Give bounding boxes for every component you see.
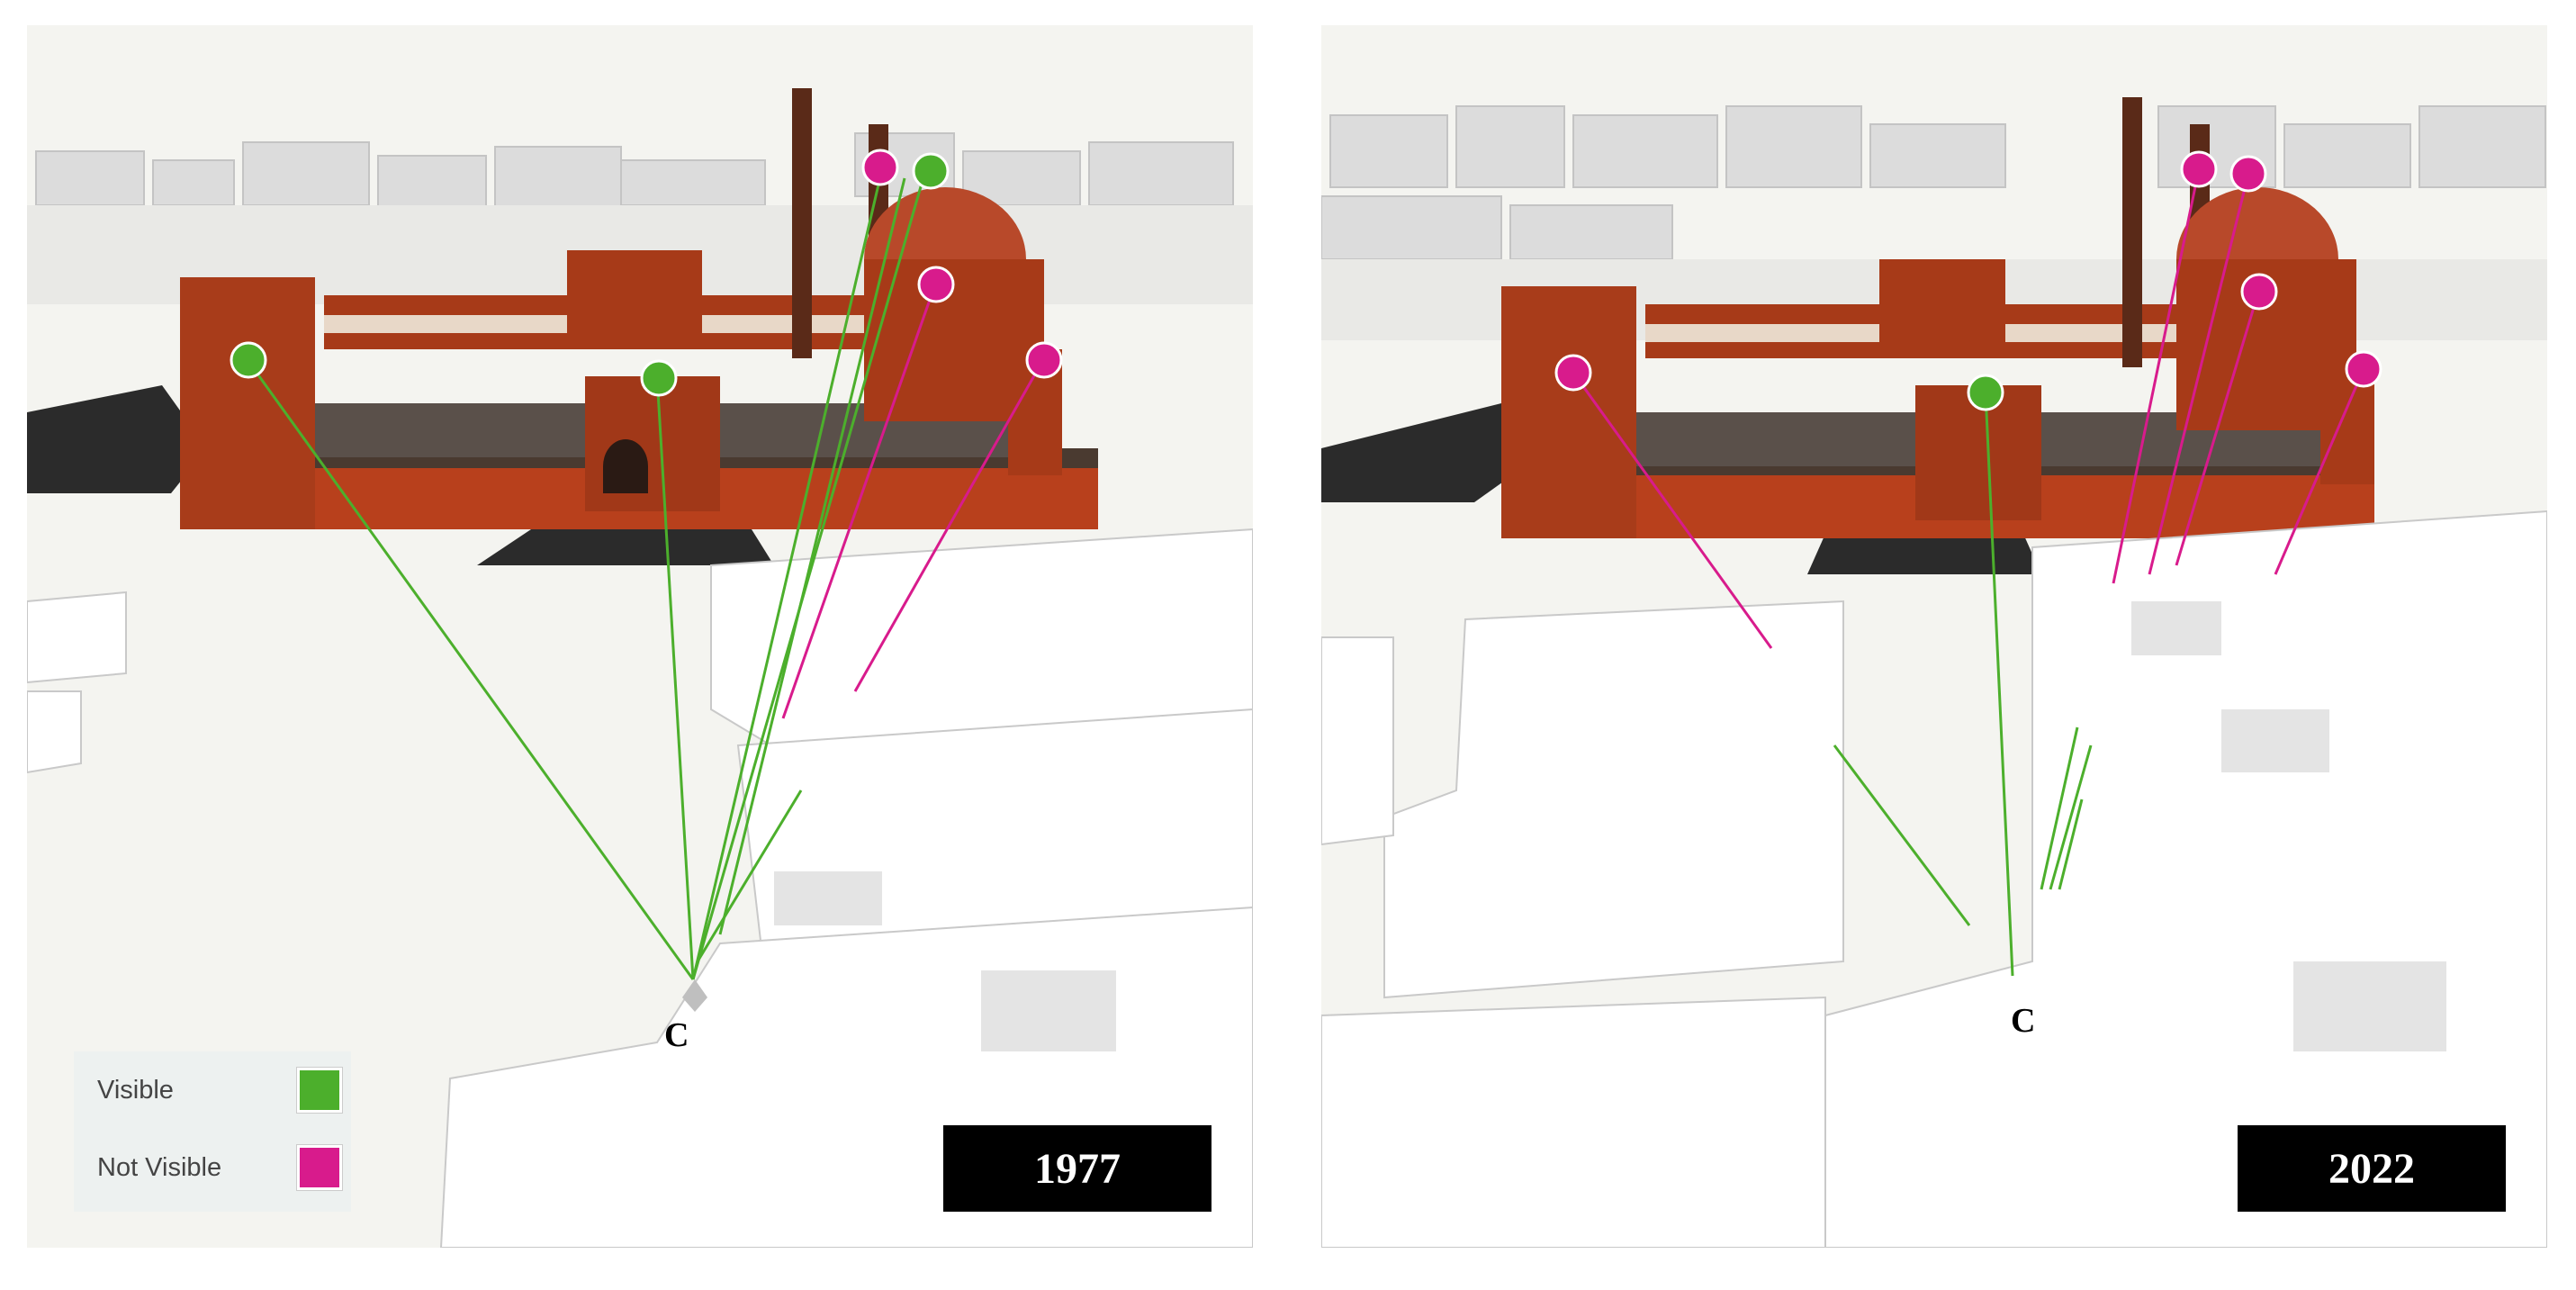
visible-swatch [296, 1067, 343, 1114]
legend: Visible Not Visible [74, 1051, 351, 1212]
year-badge: 1977 [943, 1125, 1211, 1212]
legend-item-visible: Visible [74, 1059, 351, 1122]
year-badge: 2022 [2238, 1125, 2506, 1212]
legend-label: Visible [97, 1075, 174, 1105]
legend-label: Not Visible [97, 1152, 222, 1182]
map-scene-1977 [27, 25, 1253, 1248]
mosque-2022 [1501, 97, 2374, 538]
mosque-1977 [180, 88, 1098, 529]
panel-2022: C 2022 [1321, 25, 2547, 1248]
viewpoint-label: C [664, 1016, 689, 1054]
legend-item-not-visible: Not Visible [74, 1136, 351, 1199]
map-scene-2022 [1321, 25, 2547, 1248]
viewpoint-label: C [2011, 1002, 2036, 1040]
not-visible-swatch [296, 1144, 343, 1191]
panel-1977: C Visible Not Visible 1977 [27, 25, 1253, 1248]
